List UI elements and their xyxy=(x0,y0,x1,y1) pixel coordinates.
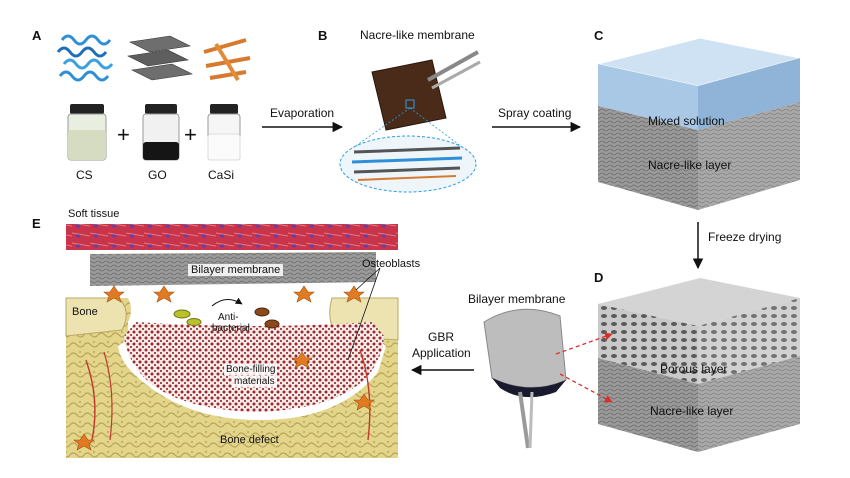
bone-label: Bone xyxy=(72,306,98,318)
antibacterial-label-2: bacterial xyxy=(212,323,250,334)
nacre-pointer-arrow xyxy=(559,373,613,403)
panel-label-e: E xyxy=(32,216,41,231)
plus-sign-2: + xyxy=(184,122,197,147)
freeze-drying-label: Freeze drying xyxy=(708,230,782,244)
bilayer-membrane-layer-label: Bilayer membrane xyxy=(188,264,284,276)
bone-filling-label-2: materials xyxy=(232,376,277,387)
porous-pointer-arrow xyxy=(555,332,613,355)
cs-label: CS xyxy=(76,168,93,182)
go-vial xyxy=(142,104,180,161)
spray-coating-label: Spray coating xyxy=(498,106,572,120)
bone-filling-label-1: Bone-filling xyxy=(224,364,278,375)
nacre-structure-zoom xyxy=(339,135,477,193)
nacre-layer-label-d: Nacre-like layer xyxy=(650,404,734,418)
bacteria-illustration xyxy=(173,297,280,329)
porous-layer-label: Porous layer xyxy=(660,362,728,376)
casi-vial xyxy=(207,104,241,161)
antibacterial-label-1: Anti- xyxy=(218,312,239,323)
casi-label: CaSi xyxy=(208,168,235,182)
nacre-membrane-photo xyxy=(349,50,481,151)
evaporation-label: Evaporation xyxy=(270,106,335,120)
gbr-label: GBR xyxy=(428,330,455,344)
plus-sign-1: + xyxy=(117,122,130,147)
panel-label-c: C xyxy=(594,28,604,43)
nacre-layer-label-c: Nacre-like layer xyxy=(648,158,732,172)
bilayer-membrane-title: Bilayer membrane xyxy=(468,292,566,306)
panel-label-d: D xyxy=(594,270,604,285)
osteoblast-pointers xyxy=(347,267,381,361)
blood-vessels xyxy=(85,349,371,441)
block-c xyxy=(597,37,801,210)
bone-region xyxy=(65,297,399,458)
soft-tissue-label: Soft tissue xyxy=(68,208,120,220)
soft-tissue-layer xyxy=(66,224,398,250)
panel-label-b: B xyxy=(318,28,328,43)
cs-chains-illustration xyxy=(56,34,114,82)
bilayer-membrane-photo xyxy=(483,308,567,449)
osteoblasts-label: Osteoblasts xyxy=(362,258,421,270)
bone-defect-label: Bone defect xyxy=(220,434,279,446)
mixed-solution-label: Mixed solution xyxy=(648,114,725,128)
block-d xyxy=(598,278,800,452)
panel-label-a: A xyxy=(32,28,42,43)
osteoblast-cells xyxy=(73,285,375,451)
nacre-membrane-title: Nacre-like membrane xyxy=(360,28,475,42)
go-sheets-illustration xyxy=(127,35,193,81)
gbr-application-label: Application xyxy=(412,346,471,360)
casi-rods-illustration xyxy=(203,38,251,82)
go-label: GO xyxy=(148,168,167,182)
cs-vial xyxy=(67,104,107,161)
